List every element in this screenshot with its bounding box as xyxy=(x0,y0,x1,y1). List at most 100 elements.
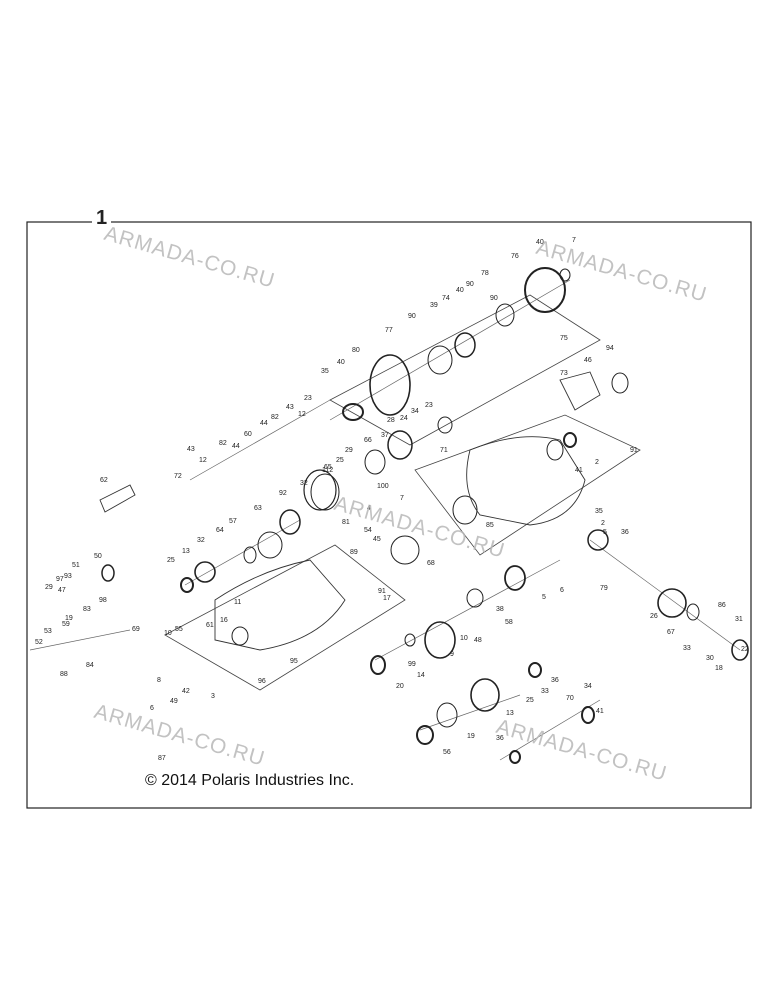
callout-label: 24 xyxy=(400,415,408,422)
diagram-frame xyxy=(26,221,752,809)
callout-label: 71 xyxy=(440,447,448,454)
callout-label: 73 xyxy=(560,370,568,377)
callout-label: 19 xyxy=(467,733,475,740)
callout-label: 13 xyxy=(506,710,514,717)
callout-label: 82 xyxy=(271,414,279,421)
callout-label: 3 xyxy=(211,693,215,700)
callout-label: 29 xyxy=(345,447,353,454)
callout-label: 34 xyxy=(411,408,419,415)
callout-label: 25 xyxy=(167,557,175,564)
callout-label: 34 xyxy=(584,683,592,690)
callout-label: 87 xyxy=(158,755,166,762)
callout-label: 83 xyxy=(83,606,91,613)
callout-label: 42 xyxy=(182,688,190,695)
callout-label: 32 xyxy=(300,480,308,487)
callout-label: 32 xyxy=(197,537,205,544)
callout-label: 98 xyxy=(99,597,107,604)
callout-label: 13 xyxy=(182,548,190,555)
callout-label: 90 xyxy=(466,281,474,288)
callout-label: 9 xyxy=(450,651,454,658)
callout-label: 5 xyxy=(542,594,546,601)
callout-label: 7 xyxy=(400,495,404,502)
callout-label: 58 xyxy=(505,619,513,626)
callout-label: 7 xyxy=(572,237,576,244)
callout-label: 10 xyxy=(164,630,172,637)
callout-label: 43 xyxy=(187,446,195,453)
parts xyxy=(101,267,749,764)
callout-label: 82 xyxy=(219,440,227,447)
callout-label: 25 xyxy=(526,697,534,704)
callout-label: 55 xyxy=(175,626,183,633)
callout-label: 76 xyxy=(511,253,519,260)
callout-label: 66 xyxy=(364,437,372,444)
callout-label: 18 xyxy=(715,665,723,672)
callout-label: 63 xyxy=(254,505,262,512)
callout-label: 69 xyxy=(132,626,140,633)
callout-label: 35 xyxy=(321,368,329,375)
callout-label: 52 xyxy=(35,639,43,646)
callout-label: 44 xyxy=(260,420,268,427)
callout-label: 29 xyxy=(45,584,53,591)
callout-label: 50 xyxy=(94,553,102,560)
callout-label: 16 xyxy=(220,617,228,624)
callout-label: 77 xyxy=(385,327,393,334)
section-case-left xyxy=(164,544,406,691)
callout-label: 28 xyxy=(387,417,395,424)
callout-label: 53 xyxy=(44,628,52,635)
callout-label: 94 xyxy=(606,345,614,352)
callout-label: 12 xyxy=(298,411,306,418)
callout-label: 91 xyxy=(630,447,638,454)
callout-label: 60 xyxy=(244,431,252,438)
callout-label: 6 xyxy=(150,705,154,712)
callout-label: 46 xyxy=(584,357,592,364)
callout-label: 72 xyxy=(174,473,182,480)
callout-label: 67 xyxy=(667,629,675,636)
callout-label: 95 xyxy=(290,658,298,665)
callout-label: 41 xyxy=(596,708,604,715)
callout-label: 75 xyxy=(560,335,568,342)
callout-label: 37 xyxy=(381,432,389,439)
callout-label: 96 xyxy=(258,678,266,685)
callout-label: 33 xyxy=(541,688,549,695)
callout-label: 19 xyxy=(65,615,73,622)
callout-label: 2 xyxy=(601,520,605,527)
callout-label: 90 xyxy=(408,313,416,320)
callout-label: 36 xyxy=(496,735,504,742)
callout-label: 39 xyxy=(430,302,438,309)
callout-label: 26 xyxy=(650,613,658,620)
callout-label: 30 xyxy=(706,655,714,662)
callout-label: 80 xyxy=(352,347,360,354)
callout-label: 89 xyxy=(350,549,358,556)
callout-label: 25 xyxy=(336,457,344,464)
callout-label: 51 xyxy=(72,562,80,569)
callout-label: 88 xyxy=(60,671,68,678)
callout-label: 11 xyxy=(234,599,241,606)
callout-label: 85 xyxy=(486,522,494,529)
callout-label: 23 xyxy=(304,395,312,402)
callout-label: 33 xyxy=(683,645,691,652)
callout-label: 41 xyxy=(575,467,583,474)
callout-label: 93 xyxy=(64,573,72,580)
section-upper-gear-assembly xyxy=(329,294,601,446)
callout-label: 10 xyxy=(460,635,468,642)
callout-label: 22 xyxy=(741,646,749,653)
callout-label: 49 xyxy=(170,698,178,705)
callout-label: 47 xyxy=(58,587,66,594)
callout-label: 100 xyxy=(377,483,389,490)
callout-label: 40 xyxy=(456,287,464,294)
callout-label: 68 xyxy=(427,560,435,567)
callout-label: 81 xyxy=(342,519,350,526)
section-case-right xyxy=(414,414,641,556)
callout-label: 5 xyxy=(603,529,607,536)
callout-label: 65 xyxy=(324,464,332,471)
callout-label: 45 xyxy=(373,536,381,543)
callout-label: 70 xyxy=(566,695,574,702)
gearbox-housings xyxy=(99,371,601,651)
callout-label: 40 xyxy=(337,359,345,366)
callout-label: 54 xyxy=(364,527,372,534)
copyright-text: © 2014 Polaris Industries Inc. xyxy=(145,772,355,789)
callout-label: 99 xyxy=(408,661,416,668)
callout-label: 36 xyxy=(551,677,559,684)
callout-label: 20 xyxy=(396,683,404,690)
callout-label: 92 xyxy=(279,490,287,497)
